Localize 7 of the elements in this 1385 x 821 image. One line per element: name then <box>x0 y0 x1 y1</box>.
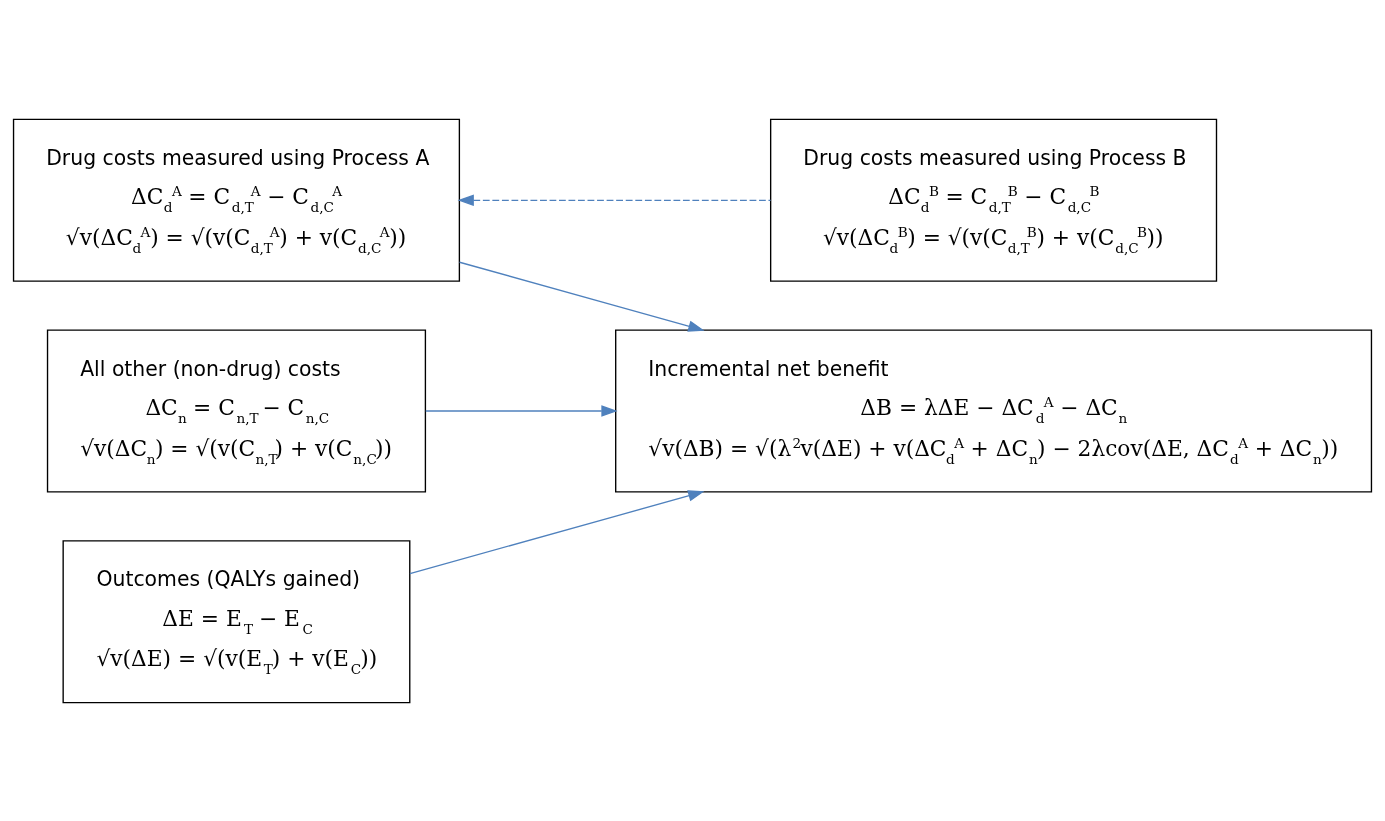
arrow <box>458 261 705 332</box>
arrow <box>409 489 705 574</box>
arrow <box>425 404 618 417</box>
arrow <box>457 194 772 206</box>
node-box: Outcomes (QALYs gained) ΔE = E$_{T}$ − E$_{C}$ √v(ΔE) = √(v(E$_{T}$) + v(E$_{C}$)) <box>62 539 411 703</box>
node-box: All other (non-drug) costs ΔC$_{n}$ = C$_{n,T}$ − C$_{n,C}$ √v(ΔC$_{n}$) = √(v(C$_{n,T}$) + v(C$_{n,C}$)) <box>46 328 427 493</box>
node-box: Incremental net benefit ΔB = λΔE − ΔC$_{d}$$^{A}$ − ΔC$_{n}$ √v(ΔB) = √(λ$^{2}$v(ΔE) + v(ΔC$_{d}$$^{A}$ + ΔC$_{n}$) − 2λcov(ΔE, ΔC$_{d}$$^{A}$ + ΔC$_{n}$)) <box>615 328 1373 493</box>
